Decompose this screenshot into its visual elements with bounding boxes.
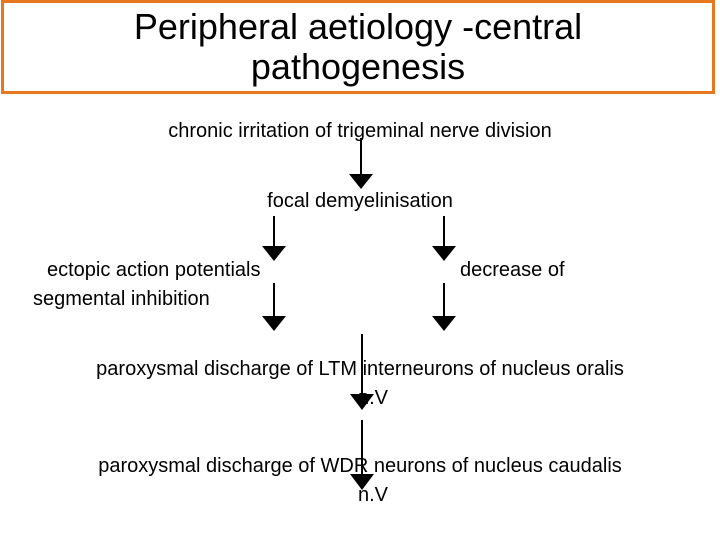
arrow-ltm-to-wdr	[350, 420, 374, 490]
arrow-to-ltm-center	[350, 334, 374, 410]
node-wdr-line1: paroxysmal discharge of WDR neurons of n…	[98, 455, 622, 477]
node-decrease-of: decrease of	[460, 259, 565, 281]
node-ltm-line1: paroxysmal discharge of LTM interneurons…	[96, 358, 624, 380]
node-ectopic-line2: segmental inhibition	[33, 288, 210, 310]
node-focal-demyelinisation: focal demyelinisation	[267, 190, 453, 212]
node-ectopic-line1: ectopic action potentials	[47, 259, 261, 281]
title-box: Peripheral aetiology -central pathogenes…	[1, 0, 715, 94]
arrow-focal-to-decrease	[432, 216, 456, 261]
arrow-ectopic-to-ltm	[262, 283, 286, 331]
arrow-chronic-to-focal	[349, 138, 373, 189]
node-chronic-irritation: chronic irritation of trigeminal nerve d…	[168, 120, 552, 142]
arrow-focal-to-ectopic	[262, 216, 286, 261]
arrow-decrease-to-ltm	[432, 283, 456, 331]
node-wdr-line2: n.V	[357, 484, 389, 506]
slide-title: Peripheral aetiology -central pathogenes…	[133, 6, 583, 87]
